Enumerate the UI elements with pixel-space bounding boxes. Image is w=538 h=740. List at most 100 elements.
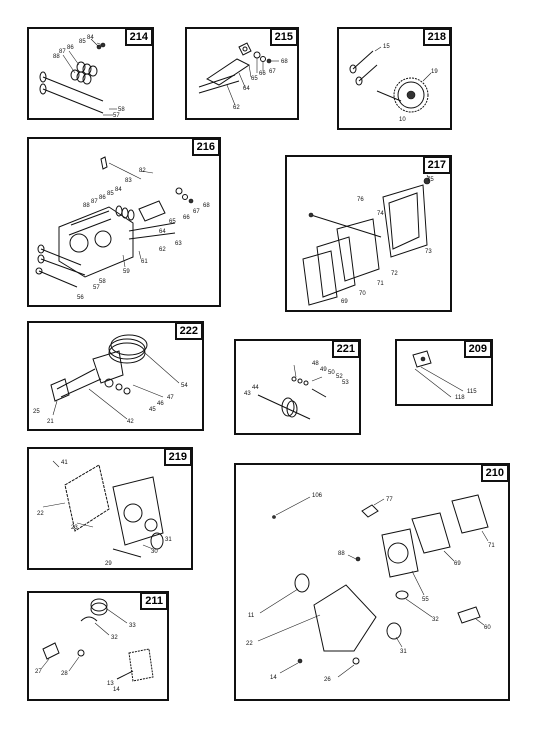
callout-label: 65 — [251, 76, 258, 82]
callout-label: 57 — [93, 285, 100, 291]
callout-label: 64 — [159, 229, 166, 235]
callout-label: 14 — [270, 675, 277, 681]
callout-label: 76 — [357, 197, 364, 203]
callout-label: 22 — [246, 641, 253, 647]
callout-label: 32 — [111, 635, 118, 641]
callout-label: 68 — [203, 203, 210, 209]
callout-label: 53 — [342, 380, 349, 386]
panel-219: 219 41 22 23 30 31 29 — [27, 447, 193, 570]
panel-tag: 219 — [163, 448, 192, 466]
callout-label: 82 — [139, 168, 146, 174]
callout-label: 87 — [59, 49, 66, 55]
callout-label: 31 — [400, 649, 407, 655]
callout-label: 75 — [427, 177, 434, 183]
callout-label: 57 — [113, 113, 120, 119]
callout-label: 14 — [113, 687, 120, 693]
panel-tag: 211 — [140, 592, 168, 610]
callout-label: 84 — [87, 35, 94, 41]
callout-label: 71 — [377, 281, 384, 287]
panel-tag: 210 — [480, 464, 509, 482]
panel-tag: 215 — [269, 28, 298, 46]
callout-label: 10 — [399, 117, 406, 123]
callout-label: 21 — [47, 419, 54, 425]
callout-label: 69 — [341, 299, 348, 305]
piston-assembly-drawing: 54 47 46 45 42 25 21 — [33, 334, 188, 425]
callout-label: 45 — [149, 407, 156, 413]
callout-label: 30 — [151, 549, 158, 555]
bracket-drawing: 115 118 — [412, 350, 477, 401]
callout-label: 115 — [467, 389, 477, 395]
callout-label: 46 — [157, 401, 164, 407]
callout-label: 67 — [269, 69, 276, 75]
callout-label: 28 — [61, 671, 68, 677]
callout-label: 29 — [105, 561, 112, 567]
callout-label: 87 — [91, 199, 98, 205]
callout-label: 62 — [233, 105, 240, 111]
callout-label: 15 — [383, 44, 390, 50]
callout-label: 73 — [425, 249, 432, 255]
panel-tag: 209 — [463, 340, 492, 358]
crankcase-cover-drawing: 41 22 23 30 31 29 — [37, 460, 172, 567]
camshaft-drawing: 15 19 10 — [349, 44, 438, 123]
callout-label: 66 — [259, 71, 266, 77]
callout-label: 11 — [248, 613, 255, 619]
callout-label: 88 — [338, 551, 345, 557]
panel-209: 209 115 118 — [395, 339, 493, 406]
panel-216: 216 83 82 84 85 86 87 88 58 57 56 59 61 … — [27, 137, 221, 307]
callout-label: 60 — [484, 625, 491, 631]
callout-label: 32 — [432, 617, 439, 623]
callout-label: 41 — [61, 460, 68, 466]
callout-label: 63 — [175, 241, 182, 247]
panel-tag: 222 — [174, 322, 203, 340]
callout-label: 26 — [324, 677, 331, 683]
callout-label: 72 — [391, 271, 398, 277]
callout-label: 49 — [320, 367, 327, 373]
callout-label: 42 — [127, 419, 134, 425]
callout-label: 61 — [141, 259, 148, 265]
callout-label: 64 — [243, 86, 250, 92]
governor-drawing: 48 49 50 52 53 44 43 — [244, 361, 349, 420]
callout-label: 22 — [37, 511, 44, 517]
valve-assembly-drawing: 84 85 86 87 88 58 57 — [39, 35, 125, 119]
callout-label: 67 — [193, 209, 200, 215]
rocker-arm-drawing: 68 67 66 65 64 62 — [198, 42, 288, 111]
callout-label: 27 — [35, 669, 42, 675]
callout-label: 47 — [167, 395, 174, 401]
panel-tag: 217 — [422, 156, 451, 174]
callout-label: 68 — [281, 59, 288, 65]
panel-217: 217 75 76 74 73 72 71 70 69 — [285, 155, 452, 312]
panel-tag: 216 — [191, 138, 220, 156]
panel-222: 222 54 47 46 45 42 25 21 — [27, 321, 204, 431]
callout-label: 50 — [328, 370, 335, 376]
callout-label: 69 — [454, 561, 461, 567]
panel-218: 218 15 19 10 — [337, 27, 452, 130]
callout-label: 58 — [99, 279, 106, 285]
callout-label: 33 — [129, 623, 136, 629]
panel-tag: 214 — [124, 28, 153, 46]
callout-label: 43 — [244, 391, 251, 397]
callout-label: 74 — [377, 211, 384, 217]
callout-label: 77 — [386, 497, 393, 503]
callout-label: 71 — [488, 543, 495, 549]
callout-label: 88 — [83, 203, 90, 209]
callout-label: 70 — [359, 291, 366, 297]
callout-label: 13 — [107, 681, 114, 687]
callout-label: 86 — [99, 195, 106, 201]
callout-label: 31 — [165, 537, 172, 543]
callout-label: 62 — [159, 247, 166, 253]
callout-label: 118 — [455, 395, 465, 401]
callout-label: 88 — [53, 54, 60, 60]
callout-label: 23 — [71, 525, 78, 531]
panel-211: 211 33 32 27 28 13 14 — [27, 591, 169, 701]
gasket-kit-drawing: 106 77 71 69 88 55 32 60 11 22 31 14 26 — [246, 493, 495, 683]
callout-label: 58 — [118, 107, 125, 113]
callout-label: 19 — [431, 69, 438, 75]
callout-label: 44 — [252, 385, 259, 391]
seal-and-spring-drawing: 33 32 27 28 13 14 — [35, 598, 154, 693]
valve-cover-drawing: 75 76 74 73 72 71 70 69 — [302, 174, 434, 306]
callout-label: 85 — [107, 191, 114, 197]
callout-label: 52 — [336, 374, 343, 380]
panel-tag: 218 — [422, 28, 451, 46]
panel-tag: 221 — [331, 340, 360, 358]
callout-label: 66 — [183, 215, 190, 221]
